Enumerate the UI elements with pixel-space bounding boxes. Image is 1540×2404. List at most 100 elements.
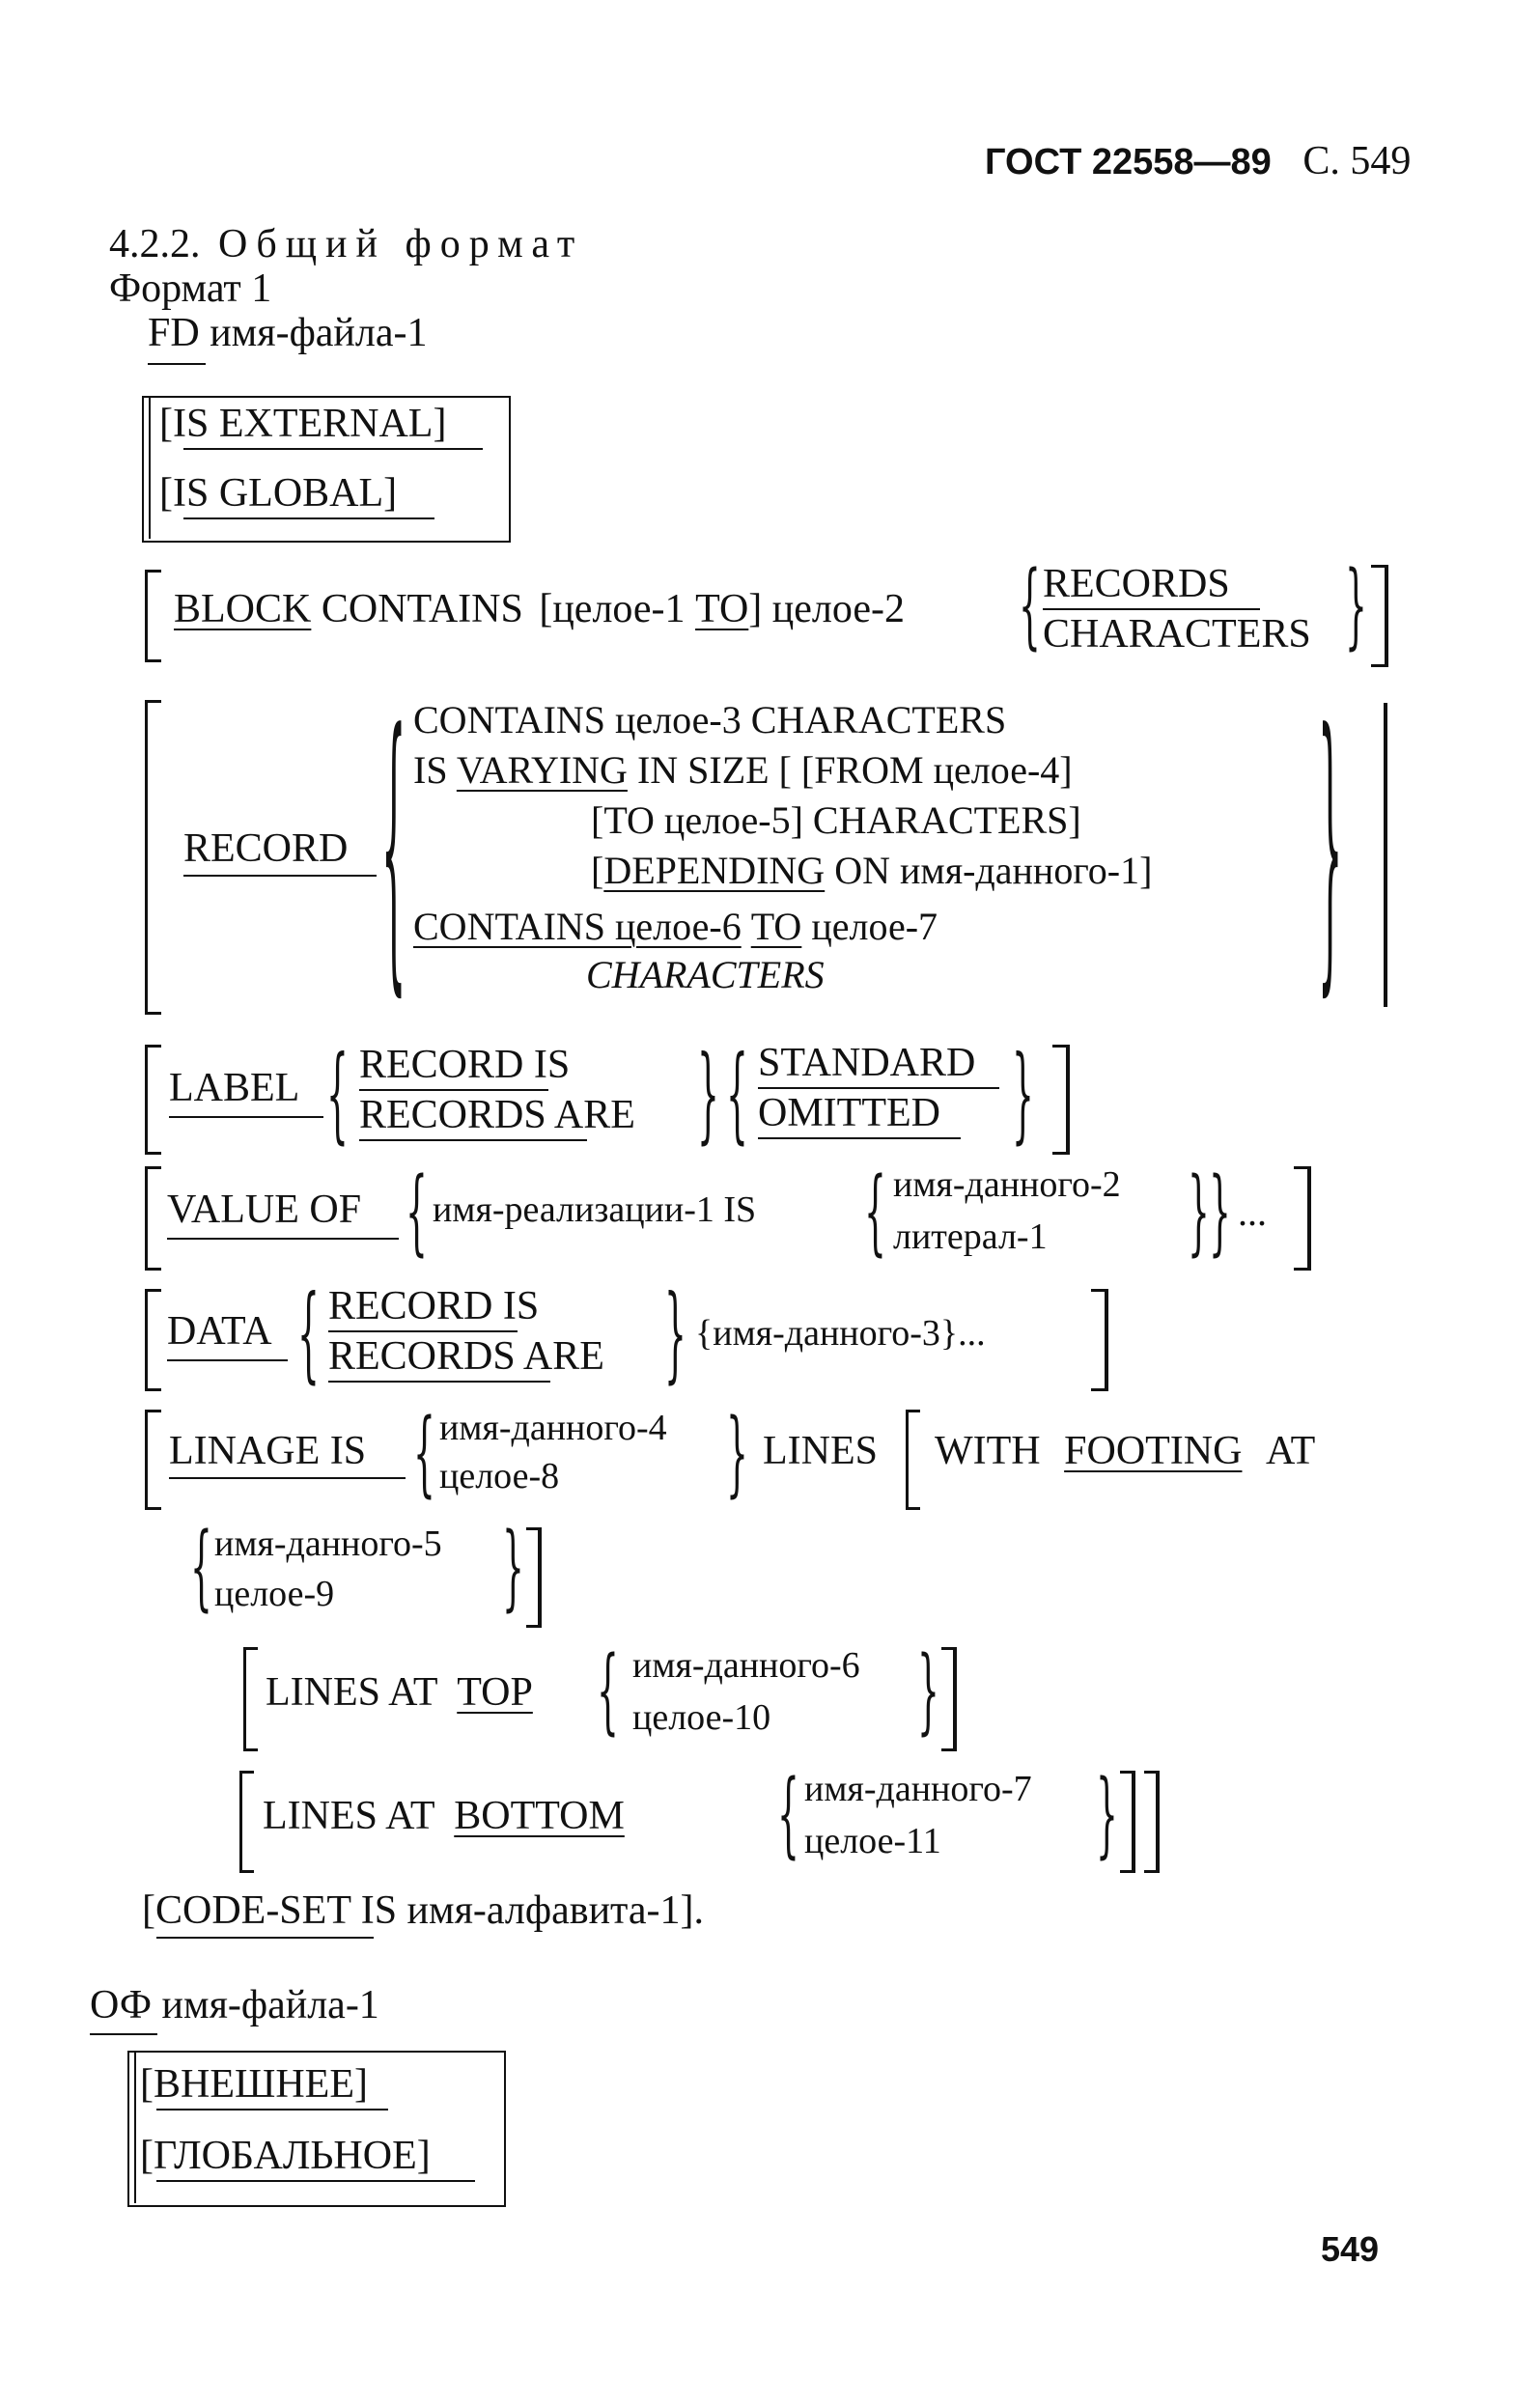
label-keyword: LABEL <box>169 1066 300 1110</box>
footing-bracket-right <box>526 1527 542 1628</box>
value-ellipsis: ... <box>1238 1190 1267 1234</box>
record-keyword: RECORD <box>183 826 349 871</box>
record-keyword-underline <box>183 875 377 877</box>
value-brace-right: } <box>1209 1159 1231 1267</box>
footing-brace-right: } <box>502 1514 524 1622</box>
linage-brace-right: } <box>726 1400 748 1508</box>
value-brace-left: { <box>406 1159 428 1267</box>
record-bracket-left <box>145 700 161 1015</box>
format-label: Формат 1 <box>109 266 272 311</box>
is-external: [IS EXTERNAL] <box>159 402 447 446</box>
value-literal-1: литерал-1 <box>893 1216 1048 1257</box>
data-item: {имя-данного-3}... <box>695 1313 986 1354</box>
linage-bracket-left <box>145 1410 161 1510</box>
of-underline <box>90 2033 157 2035</box>
label-record-underline <box>359 1089 548 1091</box>
label-bracket-right <box>1052 1045 1070 1155</box>
is-global: [IS GLOBAL] <box>159 471 398 516</box>
external-global-box <box>142 396 511 543</box>
label-record-is: RECORD IS <box>359 1043 571 1087</box>
linage-int-8: целое-8 <box>439 1456 560 1496</box>
footing-bracket-left <box>906 1410 920 1510</box>
record-bracket-right <box>1376 703 1387 1007</box>
record-line-4: [DEPENDING ON имя-данного-1] <box>591 852 1152 890</box>
label-brace-left: { <box>326 1034 349 1156</box>
block-keyword: BLOCK <box>174 587 312 631</box>
linage-underline <box>169 1477 406 1479</box>
data-bracket-right <box>1091 1289 1108 1391</box>
data-records-underline <box>328 1381 550 1383</box>
vneshnee: [ВНЕШНЕЕ] <box>140 2062 368 2107</box>
record-is: IS <box>413 748 448 792</box>
record-line-2: IS VARYING IN SIZE [ [FROM целое-4] <box>413 751 1073 790</box>
footing-brace-left: { <box>190 1514 212 1622</box>
data-keyword: DATA <box>167 1309 272 1354</box>
record-line-6: CHARACTERS <box>586 953 825 996</box>
value-bracket-left <box>145 1166 161 1271</box>
value-bracket-right <box>1294 1166 1311 1271</box>
top-keyword: TOP <box>457 1670 533 1715</box>
data-record-underline <box>328 1330 518 1332</box>
fd-underline <box>148 363 206 365</box>
footing-outer-bracket-right <box>1144 1771 1160 1873</box>
data-records-are: RECORDS ARE <box>328 1334 604 1379</box>
block-contains: CONTAINS <box>321 587 523 631</box>
record-int-7: целое-7 <box>811 905 938 948</box>
bottom-data-name-7: имя-данного-7 <box>804 1769 1032 1809</box>
top-int-10: целое-10 <box>632 1697 771 1738</box>
record-line-5: CONTAINS целое-6 TO целое-7 <box>413 908 938 946</box>
record-varying: VARYING <box>456 748 628 792</box>
top-brace-left: { <box>597 1637 619 1746</box>
footing-int-9: целое-9 <box>214 1574 335 1614</box>
value-of-keyword: VALUE OF <box>167 1188 362 1232</box>
code-set-line: [CODE-SET IS имя-алфавита-1]. <box>142 1888 705 1933</box>
label-underline <box>169 1116 323 1118</box>
running-header: ГОСТ 22558—89 С. 549 <box>985 141 1411 182</box>
label-bracket-left <box>145 1045 161 1155</box>
record-depending-on: ON имя-данного-1] <box>825 849 1153 892</box>
block-brace-left: { <box>1019 552 1041 660</box>
block-bracket-left <box>145 570 161 662</box>
box-inner-left <box>149 396 151 539</box>
value-inner-brace-left: { <box>864 1159 886 1267</box>
linage-data-name-4: имя-данного-4 <box>439 1408 667 1448</box>
label-brace-right: } <box>1012 1034 1034 1156</box>
block-line: BLOCK CONTAINS [целое-1 TO] целое-2 <box>174 589 905 629</box>
top-line: LINES AT TOP <box>266 1672 533 1713</box>
top-data-name-6: имя-данного-6 <box>632 1645 860 1686</box>
records-underline <box>1043 608 1260 610</box>
code-set-underline <box>156 1937 374 1939</box>
footing-at: AT <box>1265 1429 1316 1473</box>
fd-file-name: имя-файла-1 <box>210 311 428 355</box>
bottom-bracket-right <box>1120 1771 1135 1873</box>
record-dep-bracket: [ <box>591 849 604 892</box>
label-records-are: RECORDS ARE <box>359 1093 635 1137</box>
globalnoe-underline <box>156 2180 475 2182</box>
is-global-underline <box>183 517 434 519</box>
is-external-underline <box>183 448 483 450</box>
top-bracket-right <box>941 1647 957 1751</box>
bottom-brace-left: { <box>777 1761 799 1869</box>
block-characters: CHARACTERS <box>1043 612 1311 657</box>
header-standard: ГОСТ 22558—89 <box>985 142 1272 182</box>
fd-line: FD имя-файла-1 <box>148 313 427 353</box>
block-to: TO <box>695 587 749 631</box>
record-brace-right: } <box>1318 670 1343 1021</box>
header-page-ref: С. 549 <box>1302 139 1412 183</box>
section-number: 4.2.2. <box>109 222 201 266</box>
linage-keyword: LINAGE IS <box>169 1429 367 1473</box>
block-brace-right: } <box>1345 552 1367 660</box>
label-brace-mid-right: } <box>697 1034 719 1156</box>
record-to-7: TO <box>750 905 802 948</box>
footing-data-name-5: имя-данного-5 <box>214 1523 442 1564</box>
section-heading: 4.2.2. Общий формат <box>109 224 583 265</box>
linage-lines: LINES <box>763 1429 878 1473</box>
bottom-line: LINES AT BOTTOM <box>263 1796 625 1836</box>
value-impl-name: имя-реализации-1 IS <box>433 1189 757 1230</box>
bottom-int-11: целое-11 <box>804 1821 941 1861</box>
value-of-underline <box>167 1238 399 1240</box>
omitted-underline <box>758 1137 961 1139</box>
vneshnee-box-inner-left <box>134 2051 136 2203</box>
block-records: RECORDS <box>1043 562 1230 606</box>
record-brace-left: { <box>381 670 406 1021</box>
